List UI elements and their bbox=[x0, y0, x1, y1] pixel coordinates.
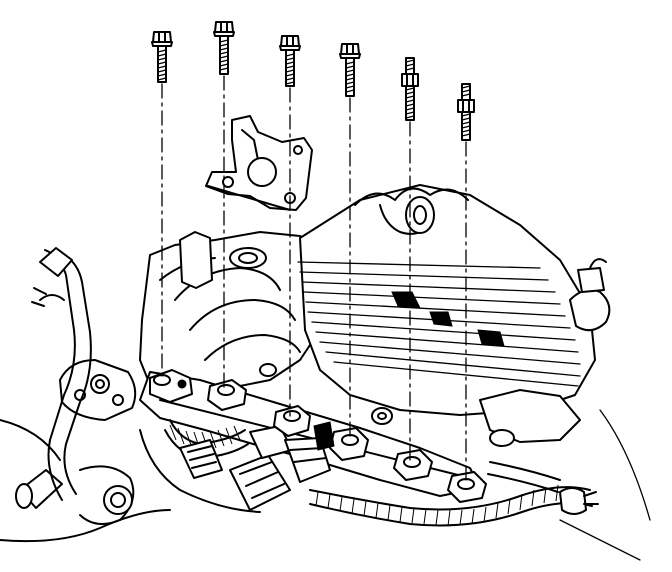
wiring-harness bbox=[164, 419, 599, 527]
stud-5 bbox=[401, 57, 419, 463]
stud-6 bbox=[457, 83, 475, 485]
boss-2 bbox=[207, 379, 247, 411]
manifold-bosses bbox=[149, 369, 487, 503]
mounting-bracket bbox=[205, 115, 313, 211]
boss-6 bbox=[447, 471, 487, 503]
fastener-group bbox=[151, 21, 475, 485]
boss-4 bbox=[313, 421, 369, 461]
bolt-2 bbox=[213, 21, 235, 391]
bolt-3 bbox=[279, 35, 301, 417]
boss-3 bbox=[273, 405, 311, 437]
bolt-4 bbox=[339, 43, 361, 441]
boss-5 bbox=[393, 449, 433, 481]
boss-1 bbox=[149, 369, 193, 403]
bolt-1 bbox=[151, 31, 173, 381]
